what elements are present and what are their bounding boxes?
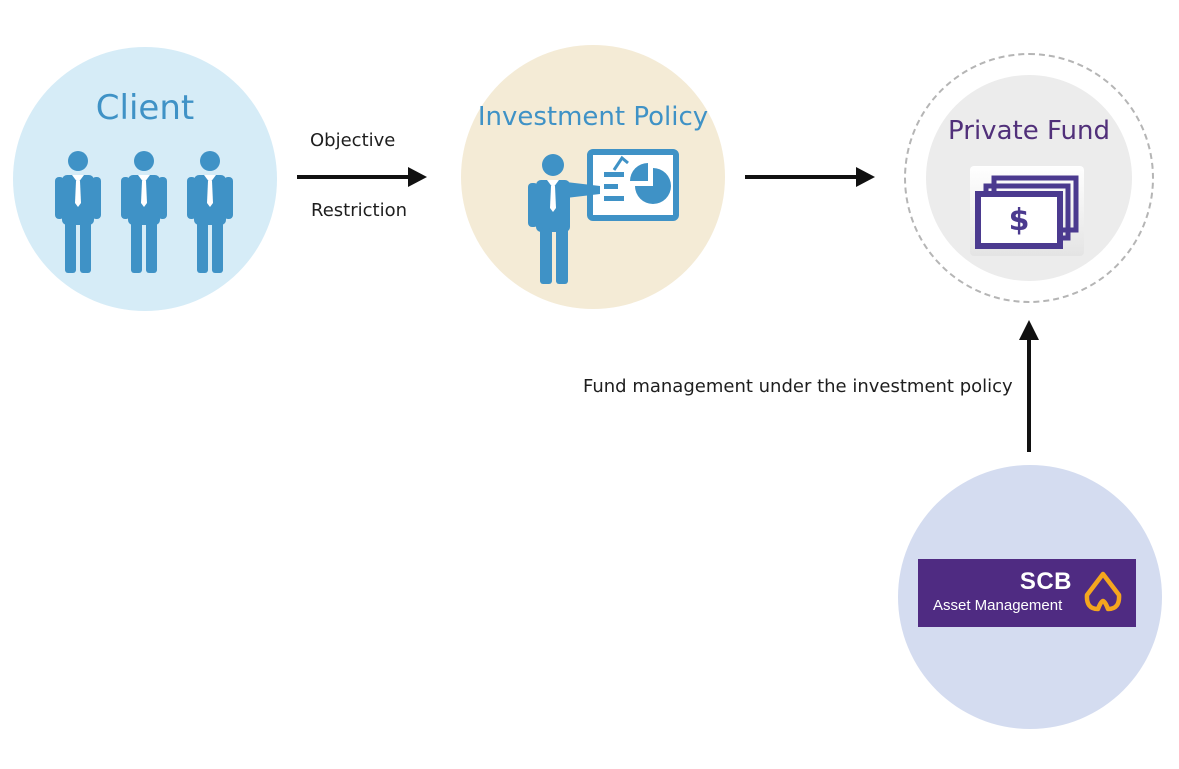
manager-subtitle: Asset Management [933, 597, 1063, 614]
objective-label: Objective [310, 130, 396, 151]
private-fund-title: Private Fund [948, 116, 1110, 146]
investment-policy-title: Investment Policy [477, 102, 709, 132]
pie-chart-icon [630, 163, 671, 204]
private-fund-dashed-ring [904, 53, 1154, 303]
scb-lotus-emblem-icon [1084, 571, 1122, 612]
arrow-client-to-policy [297, 167, 427, 187]
manager-name: SCB [1019, 568, 1072, 595]
businessman-icon [55, 151, 101, 273]
businessman-icon [121, 151, 167, 273]
scb-asset-management-logo: SCB Asset Management [918, 559, 1136, 627]
presenter-chart-icon [528, 149, 679, 284]
restriction-label: Restriction [311, 200, 407, 221]
arrow-policy-to-fund [745, 167, 875, 187]
client-title: Client [95, 88, 195, 128]
fund-management-label: Fund management under the investment pol… [583, 376, 1013, 397]
money-bills-icon: $ [970, 166, 1084, 256]
arrow-manager-to-fund [1019, 320, 1039, 452]
businessman-icon [187, 151, 233, 273]
svg-text:$: $ [1009, 203, 1030, 238]
businessmen-group-icon [55, 151, 233, 273]
list-lines-icon [604, 155, 629, 201]
presenter-figure [528, 154, 600, 284]
